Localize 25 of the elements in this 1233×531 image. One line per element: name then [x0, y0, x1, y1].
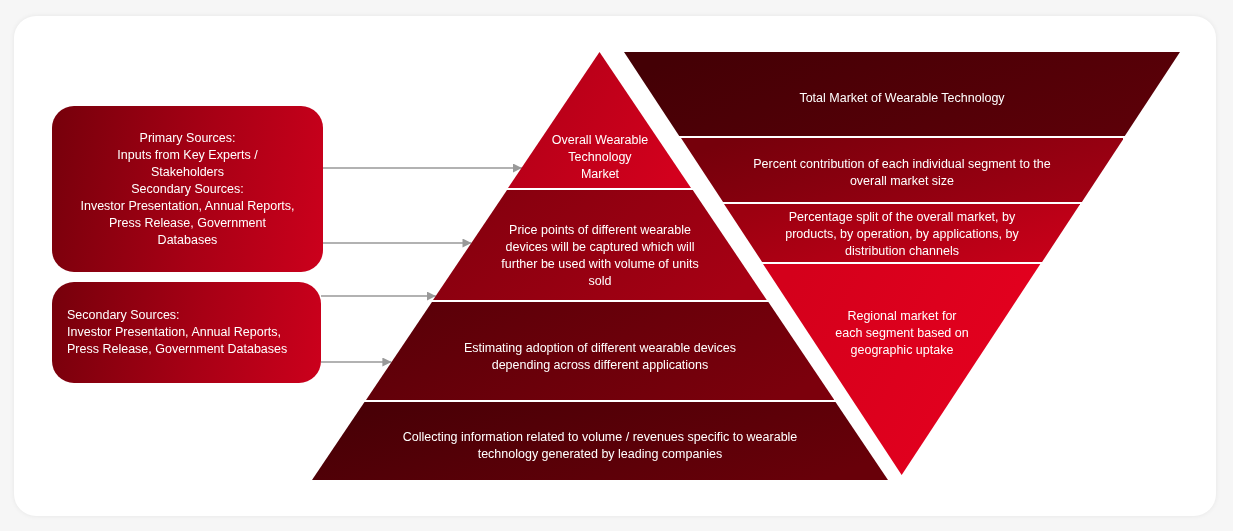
- tier-label: Collecting information related to volume / revenues specific to wearable technology generated by leading companies: [401, 429, 799, 463]
- source-text: Investor Presentation, Annual Reports, Press Release, Government Databases: [79, 197, 296, 249]
- arrow: [320, 291, 437, 301]
- source-text: Investor Presentation, Annual Reports, Press Release, Government Databases: [67, 324, 289, 358]
- inverted-pyramid-tier: [723, 204, 1081, 262]
- tier-label: Overall Wearable Technology Market: [550, 131, 650, 183]
- tier-label: Total Market of Wearable Technology: [798, 89, 1006, 107]
- pyramid-tier: [312, 402, 888, 480]
- source-text: Inputs from Key Experts / Stakeholders: [116, 146, 259, 181]
- tier-label: Regional market for each segment based on geographic uptake: [834, 307, 970, 359]
- arrow: [322, 163, 523, 173]
- source-box: [52, 106, 323, 272]
- tier-label: Percentage split of the overall market, by products, by operation, by applications, by distribution channels: [784, 208, 1020, 260]
- pyramid-tier: [365, 302, 835, 400]
- source-heading: Secondary Sources:: [131, 180, 244, 198]
- source-heading: Secondary Sources:: [67, 307, 180, 324]
- pyramid-tier: [433, 190, 767, 300]
- source-heading: Primary Sources:: [139, 129, 236, 147]
- tier-label: Price points of different wearable devices will be captured which will further be used with volume of units sold: [500, 222, 700, 290]
- tier-label: Estimating adoption of different wearable devices depending across different applications: [462, 340, 738, 374]
- pyramid-tier: [508, 52, 692, 188]
- arrow: [320, 357, 393, 367]
- source-box: [52, 282, 321, 383]
- arrow: [322, 238, 473, 248]
- tier-label: Percent contribution of each individual segment to the overall market size: [752, 156, 1052, 190]
